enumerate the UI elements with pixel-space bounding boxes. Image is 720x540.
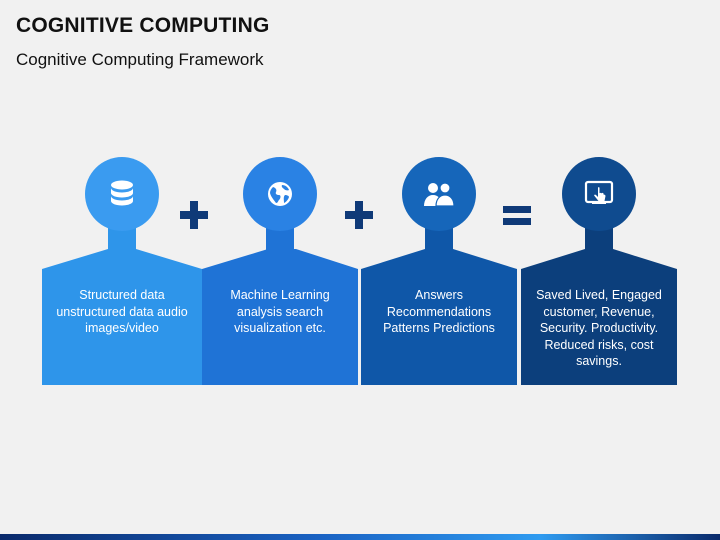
globe-icon (251, 165, 309, 223)
plus-icon (180, 201, 208, 229)
step-3-text: Answers Recommendations Patterns Predict… (383, 288, 495, 335)
step-4-text: Saved Lived, Engaged customer, Revenue, … (536, 288, 662, 368)
framework-step-4: Saved Lived, Engaged customer, Revenue, … (521, 157, 681, 385)
database-icon (93, 165, 151, 223)
step-3-shape (361, 157, 517, 385)
equals-icon (503, 206, 531, 225)
plus-icon (345, 201, 373, 229)
framework-step-1: Structured data unstructured data audio … (42, 157, 202, 385)
users-icon (410, 165, 468, 223)
step-1-text: Structured data unstructured data audio … (56, 288, 188, 335)
plus-operator-1 (176, 195, 212, 235)
framework-step-2: Machine Learning analysis search visuali… (202, 157, 362, 385)
framework-step-3: Answers Recommendations Patterns Predict… (361, 157, 521, 385)
step-1-shape (42, 157, 202, 385)
equals-operator (499, 195, 535, 235)
bottom-accent-bar (0, 534, 720, 540)
step-4-shape (521, 157, 677, 385)
step-2-text: Machine Learning analysis search visuali… (230, 288, 330, 335)
touch-screen-icon (570, 165, 628, 223)
plus-operator-2 (341, 195, 377, 235)
slide-subtitle: Cognitive Computing Framework (16, 50, 264, 69)
slide-title: COGNITIVE COMPUTING (16, 14, 270, 37)
